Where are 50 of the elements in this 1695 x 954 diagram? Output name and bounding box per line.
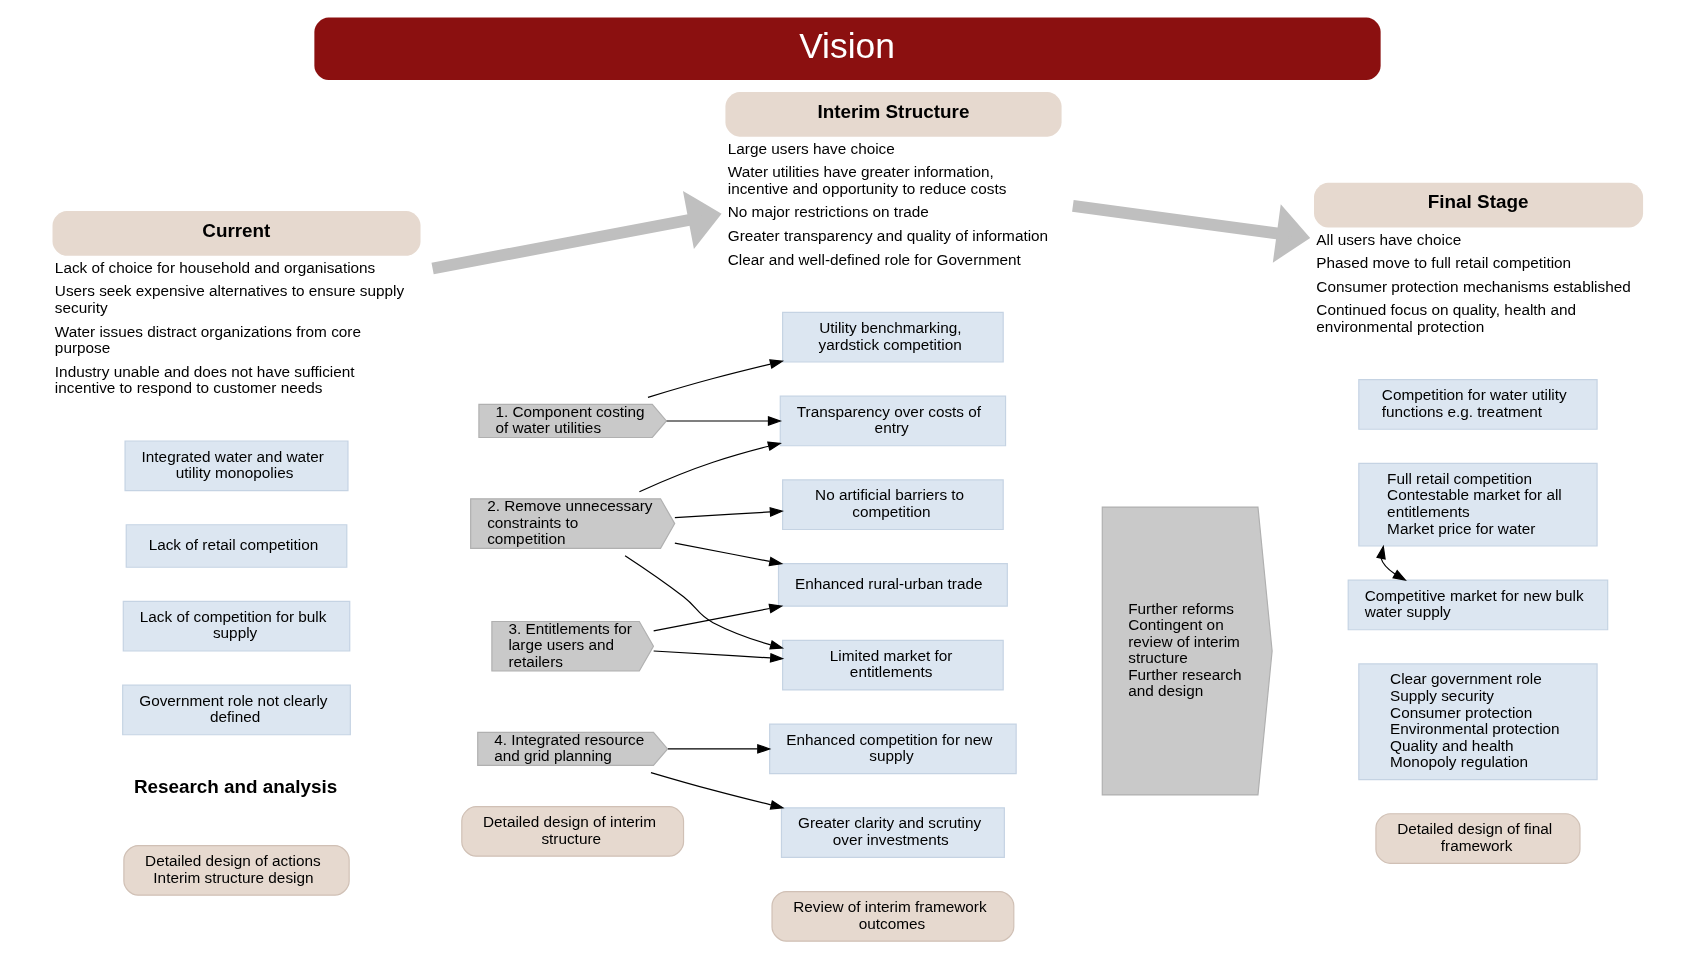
node-label: Water utilities have greater information, incentive and opportunity to reduce costs [727,163,1007,197]
node-label: No major restrictions on trade [727,203,929,221]
node-label: All users have choice [1316,230,1462,248]
node-box: Limited market for entitlements [782,639,1004,691]
node-box: Lack of retail competition [125,524,348,568]
node-label: Lack of choice for household and organisations [54,258,376,276]
node-label: Large users have choice [727,139,895,157]
node-box: Utility benchmarking, yardstick competition [782,311,1004,363]
arrow [647,359,785,398]
node-box: Detailed design of actions Interim structure design [123,845,350,896]
arrow [650,771,785,810]
node-label: Phased move to full retail competition [1316,254,1572,272]
label: Research and analysis [133,776,338,798]
node-label: Industry unable and does not have sufficient incentive to respond to customer needs [54,362,355,397]
node-box: Greater clarity and scrutiny over investments [780,807,1005,858]
node-label: Water issues distract organizations from core purpose [54,322,361,357]
node-box: Lack of competition for bulk supply [122,600,351,652]
arrow [638,441,782,493]
node-box: Interim Structure [725,91,1062,137]
arrow [667,743,772,754]
node-box: Enhanced rural-urban trade [777,563,1008,607]
node-box: Detailed design of final framework [1375,813,1581,864]
node-box: Competition for water utility functions e.g. treatment [1358,379,1598,430]
arrow [624,555,785,650]
node-label: Continued focus on quality, health and environmental protection [1316,301,1576,335]
node-box: Government role not clearly defined [122,684,351,736]
arrow [1376,544,1407,581]
arrow [653,603,784,632]
arrow [653,650,785,663]
node-label: Users seek expensive alternatives to ensure supply security [54,282,405,316]
node-box: No artificial barriers to competition [782,479,1004,531]
node-box: Review of interim framework outcomes [771,891,1015,942]
node-box: Current [52,211,421,256]
arrow [674,507,784,519]
node-box: Enhanced competition for new supply [769,723,1017,775]
node-box: Integrated water and water utility monopolies [124,440,349,492]
node-label: Consumer protection mechanisms established [1316,277,1631,295]
node-box: Final Stage [1314,182,1644,228]
node-box: Full retail competition Contestable market for all entitlements Market price for water [1358,462,1598,547]
arrow [431,191,722,275]
arrow [674,542,784,567]
node-label: Clear and well-defined role for Government [727,250,1021,268]
node-box: Detailed design of interim structure [461,806,685,857]
node-box: Competitive market for new bulk water supply [1347,579,1609,631]
diagram-title: Vision [799,26,895,66]
node-label: Greater transparency and quality of information [727,226,1049,244]
arrow [666,416,783,426]
node-box: Transparency over costs of entry [779,395,1007,447]
node-box: Clear government role Supply security Consumer protection Environmental protection Quality and health Monopoly regulation [1358,663,1598,781]
arrow [1072,199,1311,263]
